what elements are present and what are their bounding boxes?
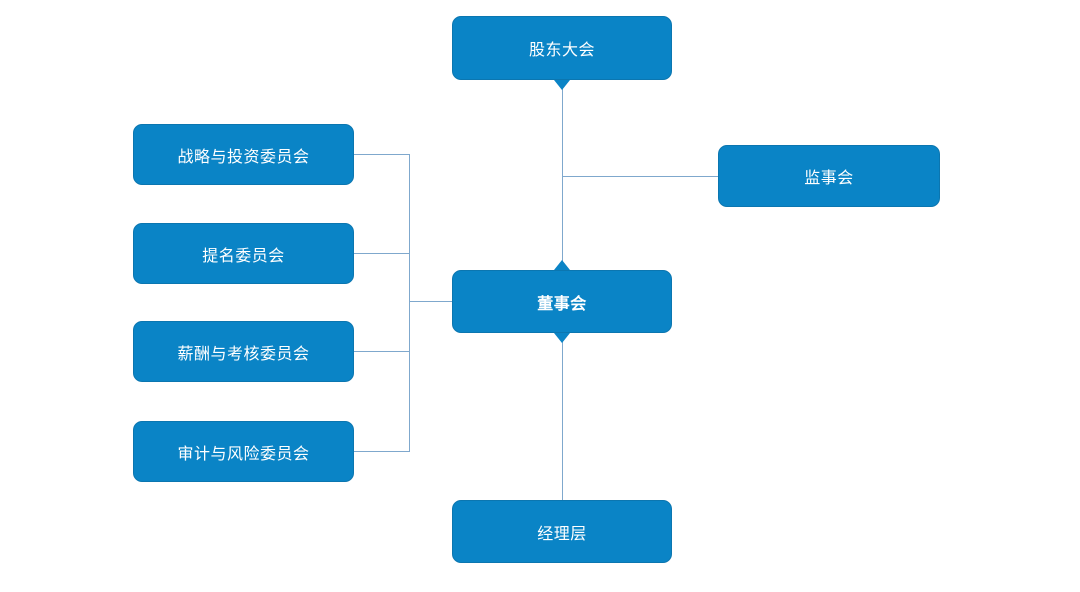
connector-nomination-committee [354,253,409,254]
node-audit-risk-committee-label: 审计与风险委员会 [177,445,310,463]
arrow-tip-board-top [554,260,570,270]
connector-committee-bus-line [409,154,410,452]
connector-board-to-management [562,333,563,500]
node-supervisory-board: 监事会 [718,145,940,207]
node-board-of-directors: 董事会 [452,270,672,333]
node-management-layer: 经理层 [452,500,672,563]
arrow-tip-shareholders-bottom [554,80,570,90]
arrow-tip-board-bottom [554,333,570,343]
node-nomination-committee-label: 提名委员会 [202,247,285,265]
connector-strategy-committee [354,154,409,155]
node-shareholders-meeting-label: 股东大会 [528,42,595,59]
node-remuneration-assessment-committee-label: 薪酬与考核委员会 [177,345,310,363]
node-board-of-directors-label: 董事会 [537,295,587,313]
connector-audit-committee [354,451,409,452]
connector-remuneration-committee [354,351,409,352]
connector-bus-to-board [409,301,452,302]
node-remuneration-assessment-committee: 薪酬与考核委员会 [133,321,354,382]
node-strategy-investment-committee-label: 战略与投资委员会 [177,148,310,166]
node-management-layer-label: 经理层 [537,525,587,543]
connector-branch-to-supervisory [562,176,718,177]
node-supervisory-board-label: 监事会 [804,170,854,187]
connector-shareholders-to-board [562,80,563,270]
node-audit-risk-committee: 审计与风险委员会 [133,421,354,482]
node-nomination-committee: 提名委员会 [133,223,354,284]
node-shareholders-meeting: 股东大会 [452,16,672,80]
node-strategy-investment-committee: 战略与投资委员会 [133,124,354,185]
